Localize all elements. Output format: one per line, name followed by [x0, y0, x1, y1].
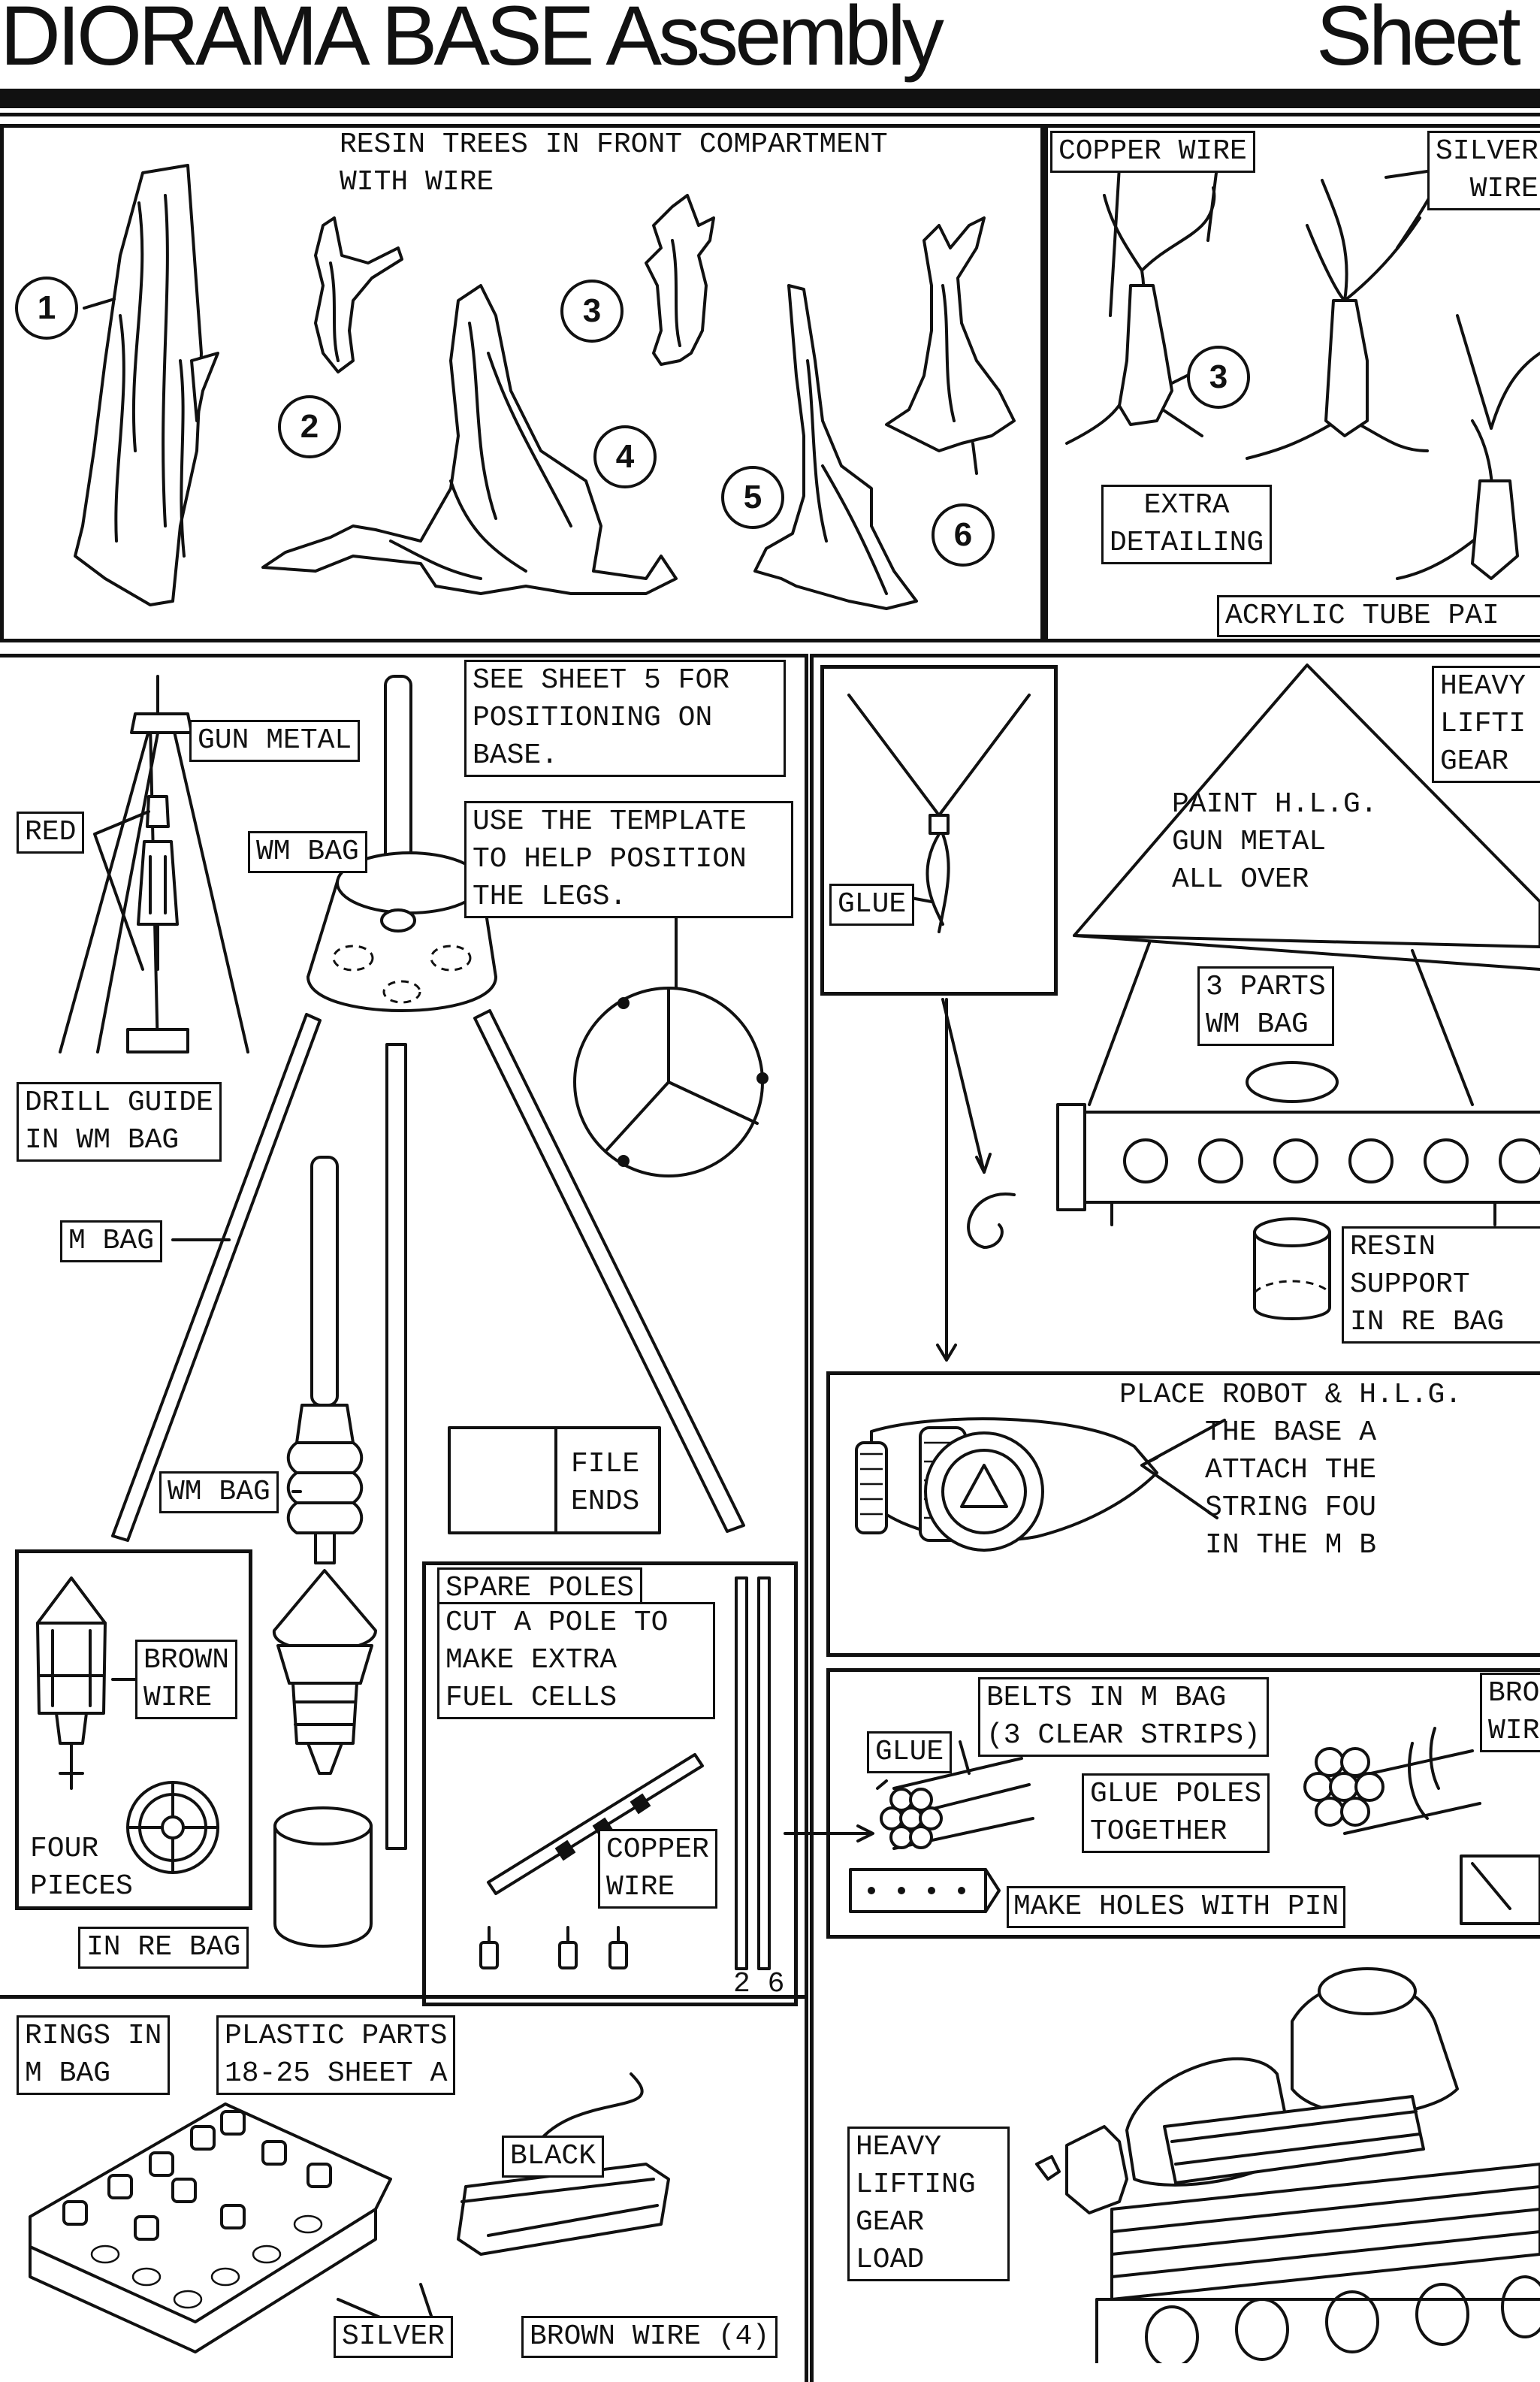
plastic-parts-label: PLASTIC PARTS 18-25 SHEET A [216, 2015, 456, 2095]
tree-number-5: 5 [721, 466, 784, 529]
glue-detail-panel [820, 665, 1058, 996]
wire-trees-panel [1044, 124, 1540, 642]
header-rule-thin [0, 113, 1540, 116]
part-number: 2 6 [733, 1968, 785, 2000]
tree-number-4: 4 [593, 425, 657, 488]
brown-wire-4-label: BROWN WIRE (4) [521, 2316, 778, 2358]
red-label: RED [17, 812, 85, 854]
spare-copper-wire-label: COPPER WIRE [598, 1829, 717, 1909]
hlg-panel [810, 654, 1540, 2382]
four-pieces-label: FOUR PIECES [30, 1833, 133, 1903]
tree-number-3: 3 [560, 280, 624, 343]
tripod-panel [0, 654, 808, 2382]
three-parts-label: 3 PARTS WM BAG [1197, 966, 1334, 1046]
tree-number-2: 2 [278, 395, 341, 458]
silver-wire-label: SILVER WIRE [1427, 131, 1540, 210]
rings-label: RINGS IN M BAG [17, 2015, 171, 2095]
belts-panel [826, 1668, 1540, 1939]
acrylic-tube-label: ACRYLIC TUBE PAI [1217, 595, 1540, 637]
paint-hlg-note: PAINT H.L.G. GUN METAL ALL OVER [1172, 788, 1378, 896]
place-robot-instruction: PLACE ROBOT & H.L.G. THE BASE A ATTACH T… [1119, 1379, 1463, 1561]
silver-label: SILVER [334, 2316, 453, 2358]
glue-poles-label: GLUE POLES TOGETHER [1082, 1773, 1270, 1853]
wire-tree-number-3: 3 [1187, 346, 1250, 409]
in-re-bag-label: IN RE BAG [78, 1927, 249, 1969]
belts-label: BELTS IN M BAG (3 CLEAR STRIPS) [978, 1677, 1269, 1757]
tree-number-1: 1 [15, 277, 78, 340]
drill-guide-label: DRILL GUIDE IN WM BAG [17, 1082, 222, 1162]
wm-bag-top-label: WM BAG [248, 831, 367, 873]
heavy-lifting-gear-load-label: HEAVY LIFTING GEAR LOAD [847, 2127, 1010, 2281]
black-label: BLACK [502, 2136, 605, 2178]
base-plate-panel [0, 1995, 808, 2371]
template-note: USE THE TEMPLATE TO HELP POSITION THE LE… [464, 801, 793, 918]
resin-support-label: RESIN SUPPORT IN RE BAG [1342, 1226, 1540, 1344]
resin-trees-heading: RESIN TREES IN FRONT COMPARTMENT WITH WI… [340, 128, 888, 198]
m-bag-label: M BAG [60, 1220, 163, 1262]
sheet-label: Sheet [1316, 0, 1521, 83]
lamp-brown-wire-label: BROWN WIRE [135, 1640, 238, 1719]
copper-wire-label: COPPER WIRE [1050, 131, 1255, 173]
spare-poles-heading: SPARE POLES [437, 1567, 642, 1607]
sheet-title: DIORAMA BASE Assembly [0, 0, 944, 83]
cut-pole-instruction: CUT A POLE TO MAKE EXTRA FUEL CELLS [437, 1602, 715, 1719]
header-rule-thick [0, 89, 1540, 108]
glue-label: GLUE [829, 884, 915, 926]
see-sheet-5-note: SEE SHEET 5 FOR POSITIONING ON BASE. [464, 660, 786, 777]
belts-brown-wire-label: BRO WIR [1480, 1673, 1540, 1752]
tree-number-6: 6 [932, 503, 995, 567]
robot-panel [826, 1371, 1540, 1657]
spare-poles-panel [422, 1561, 798, 2006]
belts-glue-label: GLUE [867, 1731, 953, 1773]
lamp-detail-panel [15, 1549, 252, 1910]
heavy-lifting-gear-label: HEAVY LIFTI GEAR [1432, 666, 1540, 783]
resin-trees-panel [0, 124, 1044, 642]
wm-bag-mid-label: WM BAG [159, 1471, 279, 1513]
gun-metal-label: GUN METAL [189, 720, 361, 762]
extra-detailing-label: EXTRA DETAILING [1101, 485, 1273, 564]
make-holes-label: MAKE HOLES WITH PIN [1007, 1886, 1346, 1928]
file-ends-label: FILE ENDS [571, 1448, 640, 1518]
